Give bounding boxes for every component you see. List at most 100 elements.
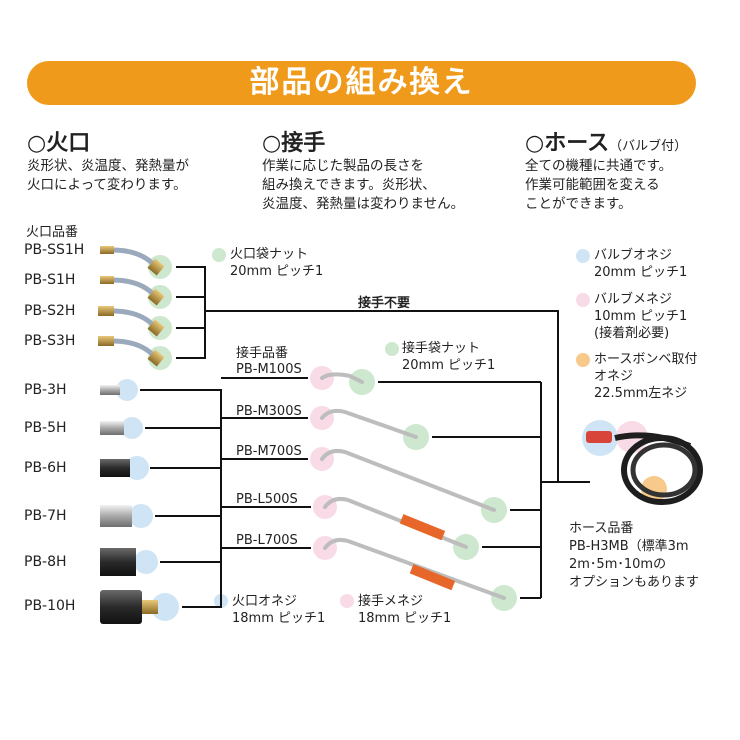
- hose-heading-text: ○ホース: [525, 131, 610, 156]
- legend-line: ホースボンベ取付: [594, 352, 698, 367]
- joint-description: 作業に応じた製品の長さを 組み換えできます。炎形状、 炎温度、発熱量は変わりませ…: [262, 157, 464, 214]
- small-nozzle-bracket: [176, 266, 206, 359]
- legend-line: 22.5mm左ネジ: [594, 386, 688, 401]
- hose-heading-suffix: （バルブ付）: [609, 139, 688, 154]
- legend-line: 18mm ピッチ1: [358, 611, 452, 626]
- joint-bracket: [221, 377, 311, 549]
- nozzle-tube: [109, 247, 157, 268]
- joint-part-number: PB-M300S: [236, 404, 302, 419]
- male-dot: [121, 417, 143, 439]
- hose-coil: [586, 431, 703, 505]
- desc-line: 全ての機種に共通です。: [525, 158, 673, 174]
- legend-line: (接着剤必要): [594, 326, 670, 341]
- small-nozzle-tips: [98, 246, 165, 367]
- banner-title: 部品の組み換え: [249, 65, 474, 100]
- hose-lead: [614, 432, 692, 449]
- nozzle-thread: [142, 600, 158, 614]
- male-dot: [125, 456, 149, 480]
- legend-line: 20mm ピッチ1: [594, 265, 688, 280]
- desc-line: 組み換えできます。炎形状、: [262, 177, 436, 193]
- hose-valve: [586, 431, 612, 443]
- note-line: ホース品番: [569, 521, 634, 536]
- legend-line: 接手袋ナット: [402, 341, 481, 356]
- note-line: PB-H3MB（標準3m: [569, 539, 689, 554]
- desc-line: 作業に応じた製品の長さを: [262, 158, 424, 174]
- desc-line: ことができます。: [525, 196, 632, 212]
- nozzle-tip: [98, 306, 114, 316]
- hose-parts-note: ホース品番 PB-H3MB（標準3m 2m･5m･10mの オプションもあります: [569, 520, 699, 592]
- legend-line: オネジ: [594, 369, 634, 384]
- nozzle-body: [100, 505, 132, 527]
- legend-green-dot: [385, 342, 399, 356]
- nozzle-part-number: PB-3H: [24, 382, 67, 398]
- joint-handle: [409, 564, 456, 591]
- legend-line: バルブオネジ: [594, 248, 673, 263]
- legend-pink-dot: [340, 594, 354, 608]
- legend-green-dot: [212, 248, 226, 262]
- male-dot: [129, 504, 153, 528]
- legend-line: 20mm ピッチ1: [402, 358, 496, 373]
- note-line: 2m･5m･10mの: [569, 557, 667, 572]
- desc-line: 炎温度、発熱量は変わりません。: [262, 196, 465, 212]
- valve-female-legend: バルブメネジ 10mm ピッチ1 (接着剤必要): [594, 291, 687, 342]
- joint-part-number: PB-M700S: [236, 444, 302, 459]
- valve-male-legend: バルブオネジ 20mm ピッチ1: [594, 247, 687, 281]
- large-nozzle-bracket: [140, 389, 222, 608]
- joint-pipe: [320, 448, 496, 512]
- joint-female-legend: 接手メネジ 18mm ピッチ1: [358, 593, 451, 627]
- legend-pink-dot: [576, 293, 590, 307]
- nozzle-part-number: PB-S3H: [24, 333, 76, 349]
- nozzle-part-number: PB-SS1H: [24, 242, 85, 258]
- nozzle-tip: [100, 276, 114, 284]
- nozzle-part-number: PB-8H: [24, 554, 67, 570]
- joint-pipe: [323, 496, 468, 549]
- legend-line: 10mm ピッチ1: [594, 309, 688, 324]
- legend-line: 火口袋ナット: [230, 247, 309, 262]
- title-banner: 部品の組み換え: [27, 61, 696, 105]
- legend-line: 接手メネジ: [358, 594, 424, 609]
- hose-description: 全ての機種に共通です。 作業可能範囲を変える ことができます。: [525, 157, 672, 214]
- desc-line: 炎形状、炎温度、発熱量が: [27, 158, 189, 174]
- legend-blue-dot: [576, 249, 590, 263]
- joint-parts-label: 接手品番: [236, 346, 289, 361]
- nozzle-male-legend: 火口オネジ 18mm ピッチ1: [232, 593, 325, 627]
- joint-nut-legend: 接手袋ナット 20mm ピッチ1: [402, 340, 495, 374]
- cylinder-legend: ホースボンベ取付 オネジ 22.5mm左ネジ: [594, 351, 697, 402]
- nozzle-part-number: PB-7H: [24, 508, 67, 524]
- nozzle-description: 炎形状、炎温度、発熱量が 火口によって変わります。: [27, 157, 189, 195]
- legend-line: バルブメネジ: [594, 292, 673, 307]
- legend-line: 18mm ピッチ1: [232, 611, 326, 626]
- nozzle-part-number: PB-S2H: [24, 303, 76, 319]
- joint-pipe: [323, 537, 506, 600]
- nozzle-body: [100, 548, 136, 576]
- connector-lines: [140, 266, 590, 608]
- joint-handles: [399, 514, 456, 591]
- joint-heading: ○接手: [262, 131, 326, 156]
- legend-line: 20mm ピッチ1: [230, 264, 324, 279]
- joint-pipe: [320, 372, 364, 384]
- nozzle-part-number: PB-6H: [24, 460, 67, 476]
- nozzle-nut-legend: 火口袋ナット 20mm ピッチ1: [230, 246, 323, 280]
- joint-part-number: PB-M100S: [236, 362, 302, 377]
- nozzle-body: [100, 421, 124, 435]
- nozzle-nut: [147, 349, 165, 367]
- joint-pipes: [320, 372, 506, 600]
- nozzle-tube: [109, 277, 157, 298]
- nozzle-parts-label: 火口品番: [26, 225, 79, 240]
- nozzle-tube: [109, 338, 157, 359]
- large-nozzles: [100, 385, 158, 624]
- nozzle-tube: [109, 308, 157, 329]
- joint-pipe: [320, 408, 418, 439]
- male-dot: [134, 550, 158, 574]
- legend-line: 火口オネジ: [232, 594, 298, 609]
- nozzle-heading: ○火口: [27, 131, 91, 156]
- small-nozzle-tubes: [109, 247, 157, 359]
- desc-line: 作業可能範囲を変える: [525, 177, 660, 193]
- nozzle-part-number: PB-10H: [24, 598, 76, 614]
- nozzle-nut: [147, 258, 165, 276]
- joint-outlet-lines: [378, 381, 590, 599]
- joint-part-number: PB-L500S: [236, 492, 298, 507]
- nozzle-nut: [147, 319, 165, 337]
- male-dot: [116, 379, 138, 401]
- nozzle-body: [100, 459, 130, 477]
